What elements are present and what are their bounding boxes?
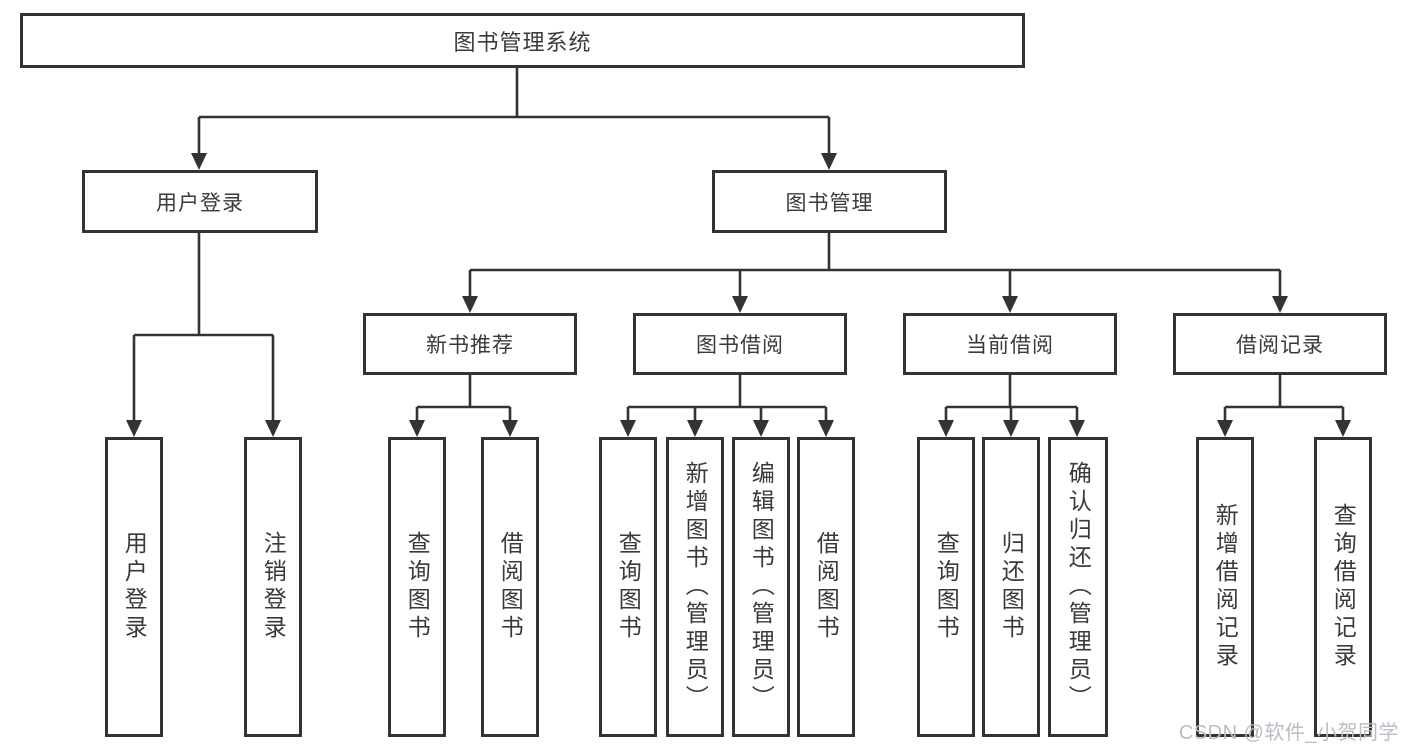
connector-current-borrow-to-leaves [938,375,1085,437]
node-label: 查询图书 [404,531,431,643]
node-label: 图书借阅 [696,334,784,357]
node-label: 当前借阅 [966,334,1054,357]
leaf-add-borrow-record: 新增借阅记录 [1196,437,1254,737]
node-label: 查询图书 [933,531,960,643]
node-label: 查询借阅记录 [1330,503,1357,671]
leaf-user-login: 用户登录 [105,437,163,737]
node-borrow-record: 借阅记录 [1173,313,1387,375]
node-label: 注销登录 [260,531,287,643]
leaf-return-book: 归还图书 [982,437,1040,737]
node-label: 借阅图书 [497,531,524,643]
node-label: 新书推荐 [426,334,514,357]
node-new-book-recommend: 新书推荐 [363,313,577,375]
leaf-confirm-return-admin: 确认归还（管理员） [1048,437,1108,737]
leaf-query-books-recommend: 查询图书 [388,437,446,737]
node-library-system: 图书管理系统 [20,13,1025,68]
node-label: 查询图书 [615,531,642,643]
leaf-edit-book-admin: 编辑图书（管理员） [732,437,790,737]
node-label: 用户登录 [121,531,148,643]
node-current-borrow: 当前借阅 [903,313,1117,375]
connector-book-borrow-to-leaves [620,375,834,437]
leaf-borrow-books-recommend: 借阅图书 [481,437,539,737]
node-book-management: 图书管理 [712,170,947,233]
connector-new-book-to-leaves [409,375,518,437]
connector-borrow-record-to-leaves [1217,375,1351,437]
node-book-borrow: 图书借阅 [633,313,847,375]
leaf-query-books-borrow: 查询图书 [599,437,657,737]
node-label: 用户登录 [156,191,244,215]
node-label: 图书管理系统 [453,29,592,55]
leaf-logout: 注销登录 [244,437,302,737]
node-label: 编辑图书（管理员） [748,461,775,713]
leaf-add-book-admin: 新增图书（管理员） [666,437,724,737]
node-label: 图书管理 [785,191,874,215]
node-label: 确认归还（管理员） [1065,461,1092,713]
connector-user-login-to-leaves [126,233,281,437]
node-label: 新增借阅记录 [1212,503,1239,671]
leaf-query-borrow-record: 查询借阅记录 [1314,437,1372,737]
connector-book-mgmt-to-level3 [462,233,1288,313]
node-user-login: 用户登录 [82,170,318,233]
connector-root-to-level2 [191,68,837,170]
node-label: 借阅记录 [1236,334,1324,357]
node-label: 归还图书 [998,531,1025,643]
watermark: CSDN @软件_小贺同学 [1178,722,1399,744]
node-label: 新增图书（管理员） [682,461,709,713]
node-label: 借阅图书 [813,531,840,643]
leaf-query-books-current: 查询图书 [917,437,975,737]
leaf-borrow-books: 借阅图书 [797,437,855,737]
